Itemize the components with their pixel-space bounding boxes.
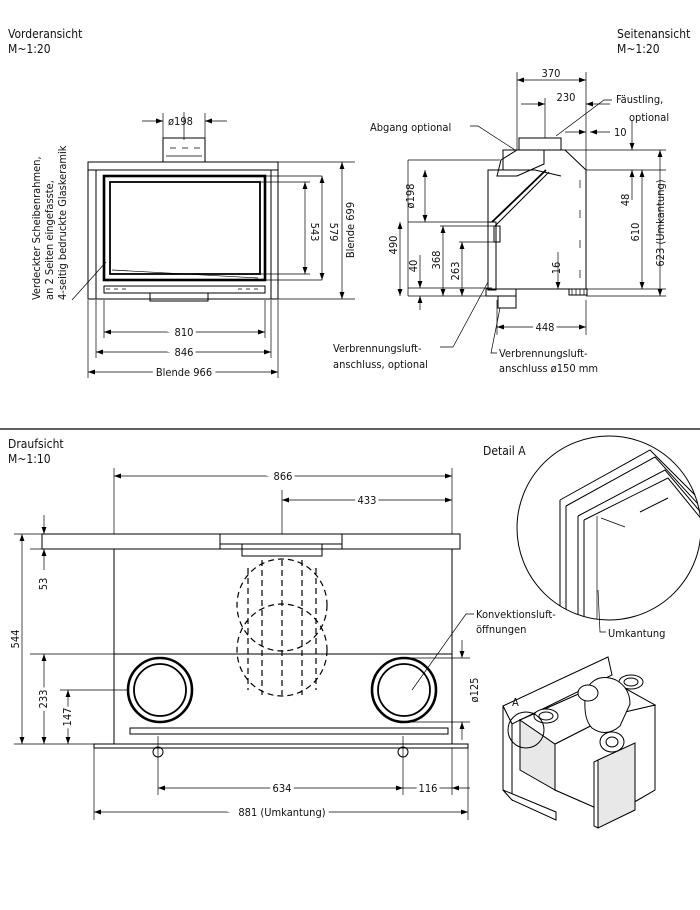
side-dim-230: 230 bbox=[557, 91, 576, 104]
side-dim-198: ø198 bbox=[404, 184, 417, 209]
front-view-scale: M~1:20 bbox=[8, 42, 51, 56]
side-air-150-1: Verbrennungsluft- bbox=[499, 347, 588, 360]
side-abgang: Abgang optional bbox=[370, 121, 451, 134]
top-dim-125: ø125 bbox=[468, 678, 481, 703]
side-air-150-2: anschluss ø150 mm bbox=[499, 362, 598, 375]
front-glass bbox=[109, 181, 261, 275]
top-dim-53: 53 bbox=[37, 578, 50, 591]
front-dim-blende-h: Blende 699 bbox=[344, 202, 357, 258]
front-glass-frame bbox=[102, 174, 267, 282]
side-faustling-1: Fäustling, bbox=[616, 93, 663, 106]
top-konvektion-1: Konvektionsluft- bbox=[476, 608, 556, 621]
isometric-view: A bbox=[502, 656, 657, 829]
svg-text:4-seitig bedruckte Glaskeramik: 4-seitig bedruckte Glaskeramik bbox=[56, 145, 69, 300]
side-air-optional-1: Verbrennungsluft- bbox=[333, 342, 422, 355]
detail-a: Detail A Umkantung bbox=[483, 435, 700, 640]
side-faustling-2: optional bbox=[629, 111, 669, 124]
top-dim-433: 433 bbox=[358, 494, 377, 507]
detail-a-umkantung: Umkantung bbox=[608, 627, 665, 640]
side-dim-490: 490 bbox=[387, 236, 400, 255]
top-konvektion-2: öffnungen bbox=[476, 623, 526, 636]
svg-text:an 2 Seiten eingefasste,: an 2 Seiten eingefasste, bbox=[43, 180, 56, 300]
top-dim-634: 634 bbox=[273, 782, 292, 795]
top-dim-116: 116 bbox=[419, 782, 438, 795]
side-dim-10: 10 bbox=[614, 126, 627, 139]
side-dim-623: 623 (Umkantung) bbox=[654, 179, 667, 266]
front-dim-blende-w: Blende 966 bbox=[156, 366, 212, 379]
top-dim-866: 866 bbox=[274, 470, 293, 483]
detail-a-title: Detail A bbox=[483, 444, 526, 458]
front-top-plate bbox=[87, 161, 279, 171]
side-dim-610: 610 bbox=[629, 223, 642, 242]
convection-opening-right bbox=[370, 656, 438, 724]
top-view-scale: M~1:10 bbox=[8, 452, 51, 466]
front-dim-543: 543 bbox=[308, 223, 321, 242]
side-view-title: Seitenansicht bbox=[617, 27, 690, 41]
front-dim-flue: ø198 bbox=[168, 115, 193, 128]
side-dim-48: 48 bbox=[619, 194, 632, 207]
top-dim-881: 881 (Umkantung) bbox=[238, 806, 325, 819]
side-view: Seitenansicht M~1:20 370 230 10 Fäustlin… bbox=[333, 27, 690, 375]
front-dim-846: 846 bbox=[175, 346, 194, 359]
front-view-title: Vorderansicht bbox=[8, 27, 82, 41]
side-air-optional-2: anschluss, optional bbox=[333, 358, 428, 371]
top-dim-147: 147 bbox=[61, 708, 74, 727]
front-flue-stub bbox=[162, 137, 206, 163]
side-dim-448: 448 bbox=[536, 321, 555, 334]
svg-text:Verdeckter Scheibenrahmen,: Verdeckter Scheibenrahmen, bbox=[30, 156, 43, 300]
front-note: Verdeckter Scheibenrahmen, an 2 Seiten e… bbox=[30, 145, 69, 300]
front-dim-810: 810 bbox=[175, 326, 194, 339]
top-view: Draufsicht M~1:10 866 bbox=[8, 437, 556, 823]
top-view-title: Draufsicht bbox=[8, 437, 64, 451]
side-dim-263: 263 bbox=[449, 262, 462, 281]
front-dim-579: 579 bbox=[327, 223, 340, 242]
front-view: Vorderansicht M~1:20 ø198 543 5 bbox=[8, 27, 357, 383]
convection-opening-left bbox=[126, 656, 194, 724]
side-dim-40: 40 bbox=[407, 260, 420, 273]
side-dim-16: 16 bbox=[550, 262, 563, 275]
top-dim-544: 544 bbox=[9, 630, 22, 649]
top-dim-233: 233 bbox=[37, 690, 50, 709]
front-body bbox=[95, 169, 272, 300]
side-dim-368: 368 bbox=[430, 251, 443, 270]
detail-a-marker-circle bbox=[507, 711, 545, 749]
side-dim-370: 370 bbox=[542, 67, 561, 80]
detail-a-marker-label: A bbox=[512, 696, 519, 709]
side-view-scale: M~1:20 bbox=[617, 42, 660, 56]
